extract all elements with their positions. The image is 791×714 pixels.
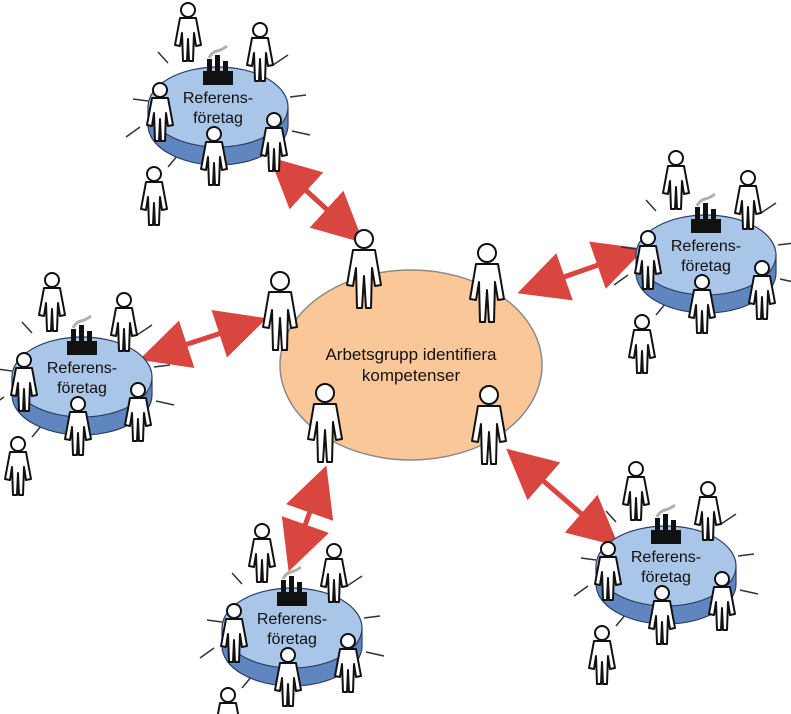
tick-mark — [136, 324, 153, 336]
factory-icon — [201, 44, 235, 87]
bidirectional-arrow — [281, 465, 334, 572]
tick-mark — [645, 199, 657, 212]
bidirectional-arrow — [269, 157, 364, 243]
bidirectional-arrow — [139, 309, 267, 369]
tick-mark — [155, 400, 175, 406]
reference-label-line2: företag — [267, 631, 317, 648]
person-icon — [622, 461, 650, 521]
tick-mark — [157, 51, 169, 64]
tick-mark — [580, 557, 597, 561]
factory-icon — [689, 192, 723, 235]
tick-mark — [777, 242, 791, 246]
reference-label-line1: Referens- — [183, 90, 253, 107]
tick-mark — [21, 321, 33, 334]
tick-mark — [605, 510, 617, 523]
tick-mark — [363, 615, 381, 619]
bidirectional-arrow — [517, 241, 645, 301]
reference-label-line1: Referens- — [47, 360, 117, 377]
tick-mark — [779, 278, 791, 283]
tick-mark — [272, 54, 289, 66]
reference-company-ref-top-left: Referens-företag — [125, 2, 311, 226]
tick-mark — [760, 202, 777, 214]
person-icon — [588, 625, 616, 685]
reference-label-line1: Referens- — [671, 238, 741, 255]
connection-arrows — [139, 157, 645, 572]
person-icon — [214, 687, 242, 714]
tick-mark — [206, 619, 223, 623]
tick-mark — [231, 572, 243, 585]
workgroup-label-line1: Arbetsgrupp identifiera — [325, 345, 497, 364]
tick-mark — [289, 94, 307, 98]
factory-icon — [649, 503, 683, 546]
person-icon — [662, 150, 690, 210]
reference-label-line1: Referens- — [257, 611, 327, 628]
person-icon — [248, 523, 276, 583]
reference-label-line2: företag — [193, 110, 243, 127]
central-workgroup: Arbetsgrupp identifiera kompetenser — [262, 229, 543, 465]
reference-company-ref-bottom: Referens-företag — [199, 523, 385, 714]
tick-mark — [720, 513, 737, 525]
workgroup-label-line2: kompetenser — [362, 366, 461, 385]
person-icon — [38, 272, 66, 332]
tick-mark — [153, 364, 171, 368]
person-icon — [4, 436, 32, 496]
tick-mark — [346, 575, 363, 587]
tick-mark — [291, 130, 311, 136]
tick-mark — [613, 274, 629, 286]
person-icon — [174, 2, 202, 62]
tick-mark — [573, 585, 589, 597]
bidirectional-arrow — [506, 448, 619, 547]
reference-label-line1: Referens- — [631, 549, 701, 566]
person-icon — [140, 166, 168, 226]
tick-mark — [125, 126, 141, 138]
person-icon — [628, 314, 656, 374]
reference-company-ref-left: Referens-företag — [0, 272, 175, 496]
reference-label-line2: företag — [57, 380, 107, 397]
tick-mark — [620, 246, 637, 250]
tick-mark — [739, 589, 759, 595]
tick-mark — [132, 98, 149, 102]
reference-company-ref-bottom-right: Referens-företag — [573, 461, 759, 685]
tick-mark — [737, 553, 755, 557]
factory-icon — [65, 314, 99, 357]
reference-company-ref-right: Referens-företag — [613, 150, 791, 374]
tick-mark — [0, 396, 5, 401]
tick-mark — [365, 651, 385, 657]
tick-mark — [0, 368, 13, 372]
reference-label-line2: företag — [641, 569, 691, 586]
reference-label-line2: företag — [681, 258, 731, 275]
factory-icon — [275, 565, 309, 608]
tick-mark — [199, 647, 215, 659]
